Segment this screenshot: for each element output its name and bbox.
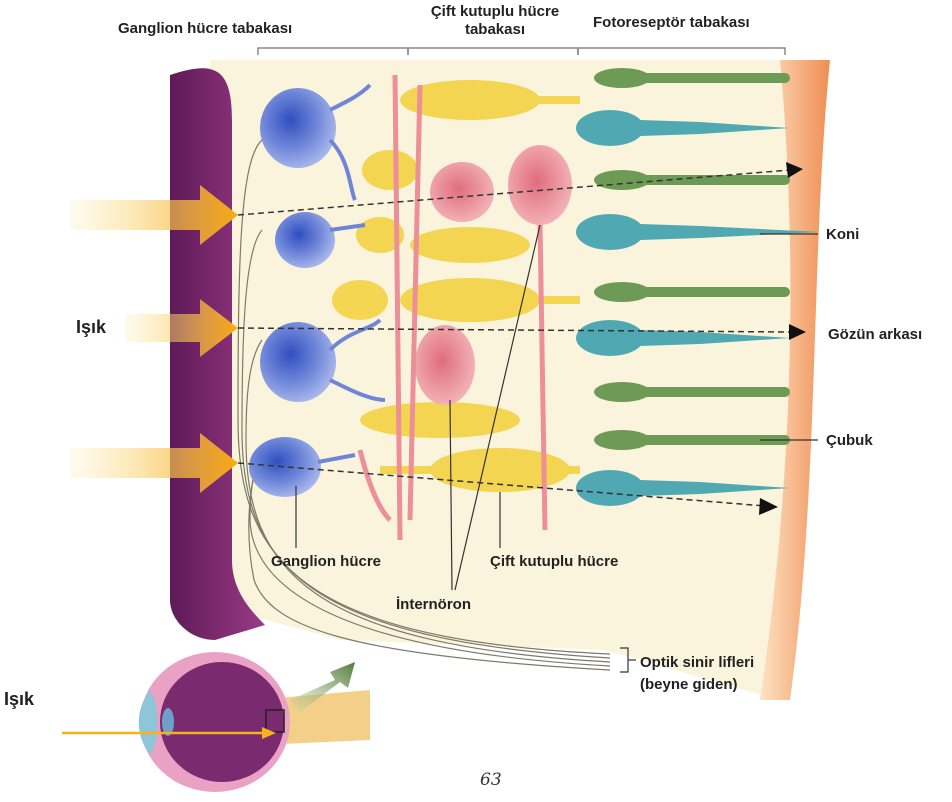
bipolar-layer-header-line2: tabakası [405, 21, 585, 39]
bipolar-layer-header-line1: Çift kutuplu hücre [405, 3, 585, 21]
optic-nerve-label: Optik sinir lifleri (beyne giden) [640, 654, 754, 694]
light-label: Işık [76, 318, 106, 336]
back-of-eye-label: Gözün arkası [828, 326, 922, 344]
optic-nerve-label-line2: (beyne giden) [640, 676, 754, 694]
page-number: 63 [480, 770, 502, 790]
ganglion-layer-header: Ganglion hücre tabakası [118, 20, 292, 38]
bipolar-cell-label: Çift kutuplu hücre [490, 553, 618, 571]
photoreceptor-layer-header: Fotoreseptör tabakası [593, 14, 750, 32]
incoming-light-arrows [70, 185, 238, 493]
optic-nerve-label-line1: Optik sinir lifleri [640, 654, 754, 672]
interneuron-label: İnternöron [396, 596, 471, 614]
ganglion-cell-label: Ganglion hücre [271, 553, 381, 571]
bipolar-layer-header: Çift kutuplu hücre tabakası [405, 3, 585, 39]
eye-illustration [62, 652, 370, 792]
rod-label: Çubuk [826, 432, 873, 450]
cone-label: Koni [826, 226, 859, 244]
layer-brackets [258, 48, 785, 55]
light-eye-label: Işık [4, 690, 34, 708]
